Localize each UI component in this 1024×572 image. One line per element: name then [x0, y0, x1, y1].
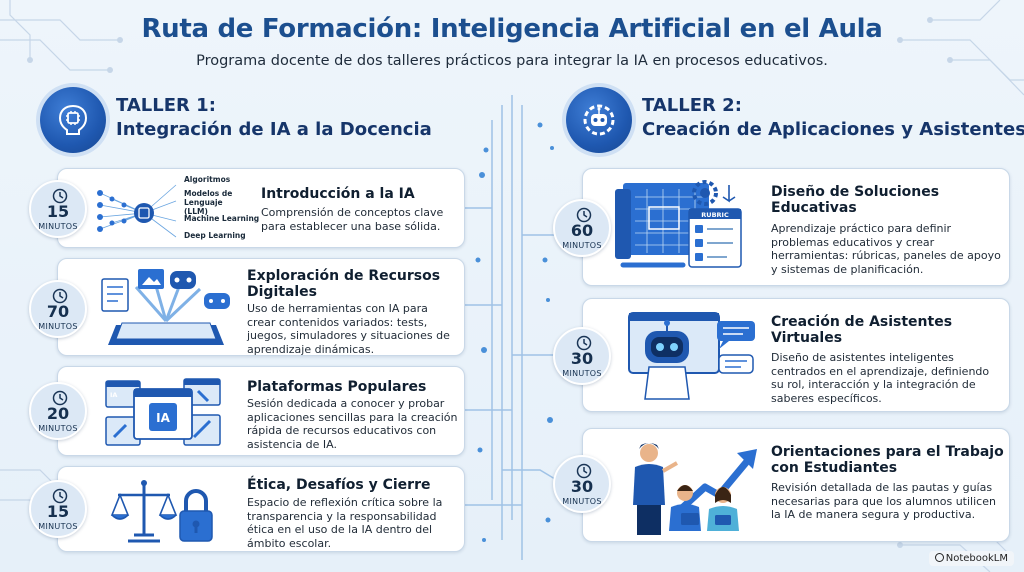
duration-unit: MINUTOS	[38, 222, 78, 231]
module-card-solution-design: RUBRIC Diseño de Soluciones Educativas A…	[582, 168, 1010, 286]
tablet-resources-icon	[101, 269, 230, 345]
clock-icon	[576, 463, 592, 479]
ia-platforms-icon	[105, 378, 221, 446]
workshop-1-label: TALLER 1:	[116, 95, 216, 116]
brand-label: NotebookLM	[945, 553, 1008, 564]
module-title: Plataformas Populares	[247, 379, 427, 395]
module-card-student-guidance: Orientaciones para el Trabajo con Estudi…	[582, 428, 1010, 542]
duration-unit: MINUTOS	[38, 424, 78, 433]
brain-chip-icon	[40, 87, 106, 153]
teacher-students-icon	[633, 443, 757, 535]
duration-unit: MINUTOS	[38, 322, 78, 331]
module-title: Orientaciones para el Trabajo con Estudi…	[771, 444, 1004, 476]
page-title: Ruta de Formación: Inteligencia Artifici…	[141, 14, 883, 44]
workshop-2-name: Creación de Aplicaciones y Asistentes	[642, 119, 1024, 140]
module-description: Revisión detallada de las pautas y guías…	[771, 481, 996, 521]
duration-badge: 15 MINUTOS	[29, 480, 87, 538]
duration-badge: 30 MINUTOS	[553, 327, 611, 385]
clock-icon	[52, 488, 68, 504]
module-description: Espacio de reflexión crítica sobre la tr…	[247, 496, 443, 550]
module-card-virtual-assistants: Creación de Asistentes Virtuales Diseño …	[582, 298, 1010, 412]
workshop-2-header: TALLER 2: Creación de Aplicaciones y Asi…	[566, 87, 1024, 153]
brand-watermark: NotebookLM	[928, 551, 1014, 566]
workshop-2-label: TALLER 2:	[642, 95, 742, 116]
gear-robot-icon	[566, 87, 632, 153]
module-card-intro-ia: Algoritmos Modelos de Lenguaje (LLM) Mac…	[57, 168, 465, 248]
clock-icon	[576, 335, 592, 351]
module-description: Uso de herramientas con IA para crear co…	[247, 302, 450, 356]
duration-unit: MINUTOS	[562, 369, 602, 378]
duration-minutes: 60	[570, 221, 594, 240]
neural-network-icon	[97, 184, 177, 238]
duration-unit: MINUTOS	[562, 241, 602, 250]
duration-minutes: 15	[46, 502, 70, 521]
module-description: Sesión dedicada a conocer y probar aplic…	[247, 397, 458, 451]
duration-minutes: 20	[46, 404, 70, 423]
duration-unit: MINUTOS	[562, 497, 602, 506]
page-subtitle: Programa docente de dos talleres práctic…	[196, 53, 828, 69]
module-card-ethics: Ética, Desafíos y Cierre Espacio de refl…	[57, 466, 465, 552]
duration-badge: 15 MINUTOS	[29, 180, 87, 238]
duration-minutes: 30	[570, 349, 594, 368]
duration-unit: MINUTOS	[38, 522, 78, 531]
duration-minutes: 30	[570, 477, 594, 496]
scales-lock-icon	[110, 480, 213, 543]
clock-icon	[52, 288, 68, 304]
module-title: Exploración de Recursos Digitales	[247, 268, 441, 300]
duration-minutes: 70	[46, 302, 70, 321]
duration-badge: 60 MINUTOS	[553, 199, 611, 257]
workshop-1-header: TALLER 1: Integración de IA a la Docenci…	[40, 87, 460, 153]
concept-tag-llm: Modelos de Lenguaje (LLM)	[184, 189, 233, 216]
blueprint-rubric-icon	[615, 180, 742, 268]
ia-chip-label: IA	[156, 411, 170, 425]
module-card-digital-resources: Exploración de Recursos Digitales Uso de…	[57, 258, 465, 356]
clock-icon	[576, 207, 592, 223]
module-title: Introducción a la IA	[261, 186, 415, 202]
module-title: Ética, Desafíos y Cierre	[247, 477, 431, 493]
ia-window-label: IA	[110, 391, 118, 399]
concept-tag-algorithms: Algoritmos	[184, 175, 231, 184]
workshop-1-name: Integración de IA a la Docencia	[116, 119, 432, 140]
concept-tag-ml: Machine Learning	[184, 214, 260, 223]
duration-badge: 20 MINUTOS	[29, 382, 87, 440]
module-description: Aprendizaje práctico para definir proble…	[771, 222, 1001, 276]
module-title: Creación de Asistentes Virtuales	[771, 314, 953, 346]
concept-tag-dl: Deep Learning	[184, 231, 246, 240]
rubric-label: RUBRIC	[701, 211, 729, 219]
notebook-icon	[934, 553, 944, 562]
module-description: Comprensión de conceptos clave para esta…	[261, 206, 444, 233]
duration-minutes: 15	[46, 202, 70, 221]
clock-icon	[52, 188, 68, 204]
chatbot-icon	[628, 312, 755, 400]
clock-icon	[52, 390, 68, 406]
module-title: Diseño de Soluciones Educativas	[771, 184, 940, 216]
duration-badge: 70 MINUTOS	[29, 280, 87, 338]
module-description: Diseño de asistentes inteligentes centra…	[771, 351, 990, 405]
module-card-popular-platforms: IA IA Plataformas Populares Sesión dedic…	[57, 366, 465, 456]
duration-badge: 30 MINUTOS	[553, 455, 611, 513]
